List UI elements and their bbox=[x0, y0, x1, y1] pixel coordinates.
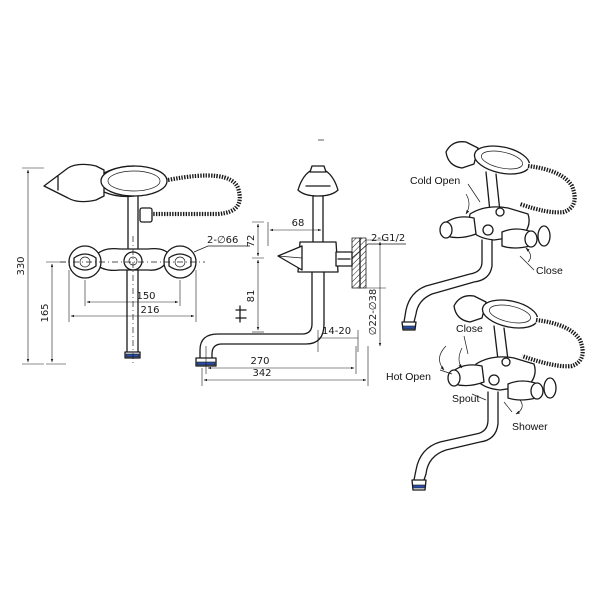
side-view: 68 72 81 2-G1/2 ∅22-∅38 14-20 270 342 bbox=[195, 139, 406, 386]
perspective-bottom: Close Hot Open Spout Shower bbox=[386, 295, 586, 491]
dim-81: 81 bbox=[246, 290, 257, 303]
front-hose-connector bbox=[139, 207, 153, 223]
dim-270: 270 bbox=[250, 356, 269, 367]
top-shower-head bbox=[445, 141, 531, 175]
label-shower: Shower bbox=[512, 421, 548, 433]
dim-width-outer: 216 bbox=[140, 305, 159, 316]
front-shower-head bbox=[43, 163, 168, 203]
top-shower-hose bbox=[519, 163, 577, 215]
dim-connection-diameter: 2-∅66 bbox=[207, 235, 238, 246]
label-spout: Spout bbox=[452, 393, 480, 405]
perspective-top: Cold Open Close bbox=[401, 141, 578, 331]
dim-14-20: 14-20 bbox=[322, 326, 351, 337]
bottom-spout bbox=[413, 391, 499, 481]
dim-height-total: 330 bbox=[16, 256, 27, 275]
front-view: 330 165 2-∅66 150 216 bbox=[16, 163, 250, 366]
label-close-top: Close bbox=[536, 265, 563, 277]
dim-wall-diameter: ∅22-∅38 bbox=[368, 289, 379, 335]
dim-68: 68 bbox=[292, 218, 305, 229]
front-left-handle bbox=[68, 245, 102, 279]
side-spout-pipe bbox=[199, 323, 325, 359]
label-close-bottom: Close bbox=[456, 323, 483, 335]
side-shower-head bbox=[297, 165, 339, 197]
front-spout-stem bbox=[126, 269, 139, 353]
bottom-shower-head bbox=[453, 295, 539, 329]
front-holder-stem bbox=[127, 195, 139, 249]
side-riser bbox=[312, 195, 324, 243]
bottom-aerator-mark bbox=[412, 484, 426, 489]
dim-width-inner: 150 bbox=[136, 291, 155, 302]
side-wall-section bbox=[351, 237, 367, 289]
label-cold-open: Cold Open bbox=[410, 175, 460, 187]
label-hot-open: Hot Open bbox=[386, 371, 431, 383]
dim-342: 342 bbox=[252, 368, 271, 379]
dim-height-lower: 165 bbox=[40, 303, 51, 322]
top-spout bbox=[403, 239, 493, 323]
bottom-shower-hose bbox=[521, 317, 585, 369]
front-aerator-mark bbox=[125, 353, 140, 358]
dim-72: 72 bbox=[246, 235, 257, 248]
dim-thread: 2-G1/2 bbox=[371, 233, 405, 244]
